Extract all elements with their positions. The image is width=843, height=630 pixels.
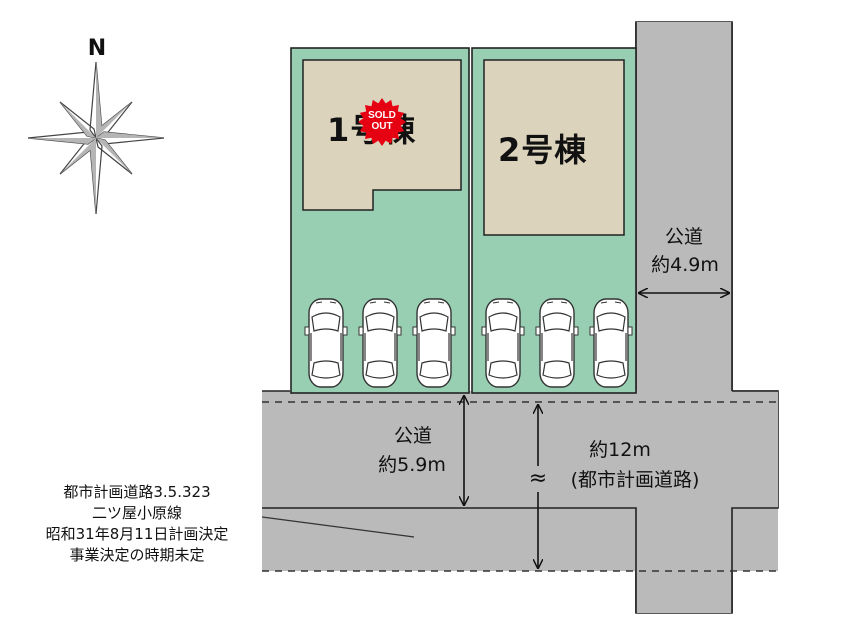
note-line: 昭和31年8月11日計画決定 <box>45 525 229 543</box>
south-road-label-2: 約5.9m <box>378 454 446 476</box>
parking-car <box>481 298 525 388</box>
planned-road-label-1: 約12m <box>589 439 651 461</box>
sold-badge-line2: OUT <box>371 121 393 132</box>
note-line: 都市計画道路3.5.323 <box>63 483 211 501</box>
parking-car <box>412 298 456 388</box>
sold-badge-line1: SOLD <box>368 110 396 121</box>
south-road <box>262 391 636 571</box>
sold-out-badge: SOLD OUT <box>358 98 406 146</box>
east-road-label-1: 公道 <box>664 226 703 248</box>
note-leader-line <box>261 516 415 538</box>
parking-car <box>535 298 579 388</box>
parking-car <box>589 298 633 388</box>
planned-road-label-2: (都市計画道路) <box>570 469 700 491</box>
planned-road-break-symbol: ≈ <box>528 466 548 491</box>
parking-car <box>358 298 402 388</box>
sold-out-burst-icon <box>358 98 406 146</box>
building-2 <box>483 59 625 236</box>
compass-rose-icon <box>27 61 165 215</box>
east-road-label-2: 約4.9m <box>651 254 719 276</box>
note-line: 事業決定の時期未定 <box>69 546 205 564</box>
roads <box>262 21 779 614</box>
parking-car <box>304 298 348 388</box>
compass-north-label: N <box>87 36 107 61</box>
city-plan-note: 都市計画道路3.5.323 二ツ屋小原線 昭和31年8月11日計画決定 事業決定… <box>22 482 252 566</box>
note-line: 二ツ屋小原線 <box>91 504 182 522</box>
planned-road-boundaries <box>262 401 778 572</box>
lot-2-label: 2号棟 <box>498 131 588 169</box>
south-road-label-1: 公道 <box>393 425 432 447</box>
